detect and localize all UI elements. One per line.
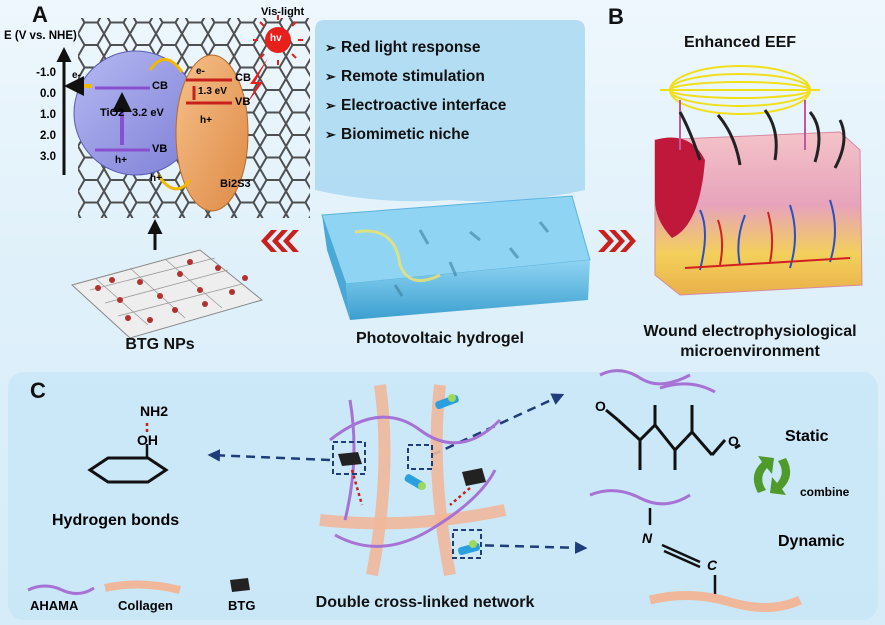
wound-caption-line: Wound electrophysiological bbox=[643, 323, 857, 340]
feature-item: ➢Remote stimulation bbox=[325, 68, 485, 85]
electric-field bbox=[660, 65, 820, 115]
dynamic-structure bbox=[648, 508, 717, 595]
feature-item: ➢Electroactive interface bbox=[325, 97, 507, 114]
btg-legend-icon bbox=[230, 578, 250, 592]
panel-label-b: B bbox=[608, 4, 624, 29]
electron-label: e- bbox=[196, 66, 205, 77]
tio2-gap: 3.2 eV bbox=[132, 107, 164, 119]
feature-text: Remote stimulation bbox=[341, 68, 485, 85]
light-label: Vis-light bbox=[261, 6, 305, 18]
chevrons-left-icon bbox=[261, 230, 299, 252]
cyclohexane-ring bbox=[87, 456, 169, 484]
network-caption: Double cross-linked network bbox=[315, 594, 535, 611]
tick-label: 2.0 bbox=[40, 130, 56, 142]
tio2-vb-label: VB bbox=[152, 143, 168, 155]
electron-out-label: e- bbox=[72, 70, 81, 81]
tick-label: 0.0 bbox=[40, 88, 56, 100]
legend-btg: BTG bbox=[228, 598, 256, 613]
feature-item: ➢Red light response bbox=[325, 39, 481, 56]
photon-label: hv bbox=[270, 33, 282, 44]
network-graphic bbox=[319, 384, 507, 577]
skin-tissue bbox=[654, 100, 863, 296]
panel-label-c: C bbox=[30, 378, 46, 403]
feature-text: Electroactive interface bbox=[341, 97, 507, 114]
feature-list: ➢Red light response ➢Remote stimulation … bbox=[325, 33, 506, 149]
panel-label-a: A bbox=[32, 2, 48, 27]
hole-out-label: h+ bbox=[150, 173, 162, 184]
feature-text: Red light response bbox=[341, 39, 481, 56]
bi2s3-label: Bi2S3 bbox=[220, 178, 251, 190]
legend-ahama: AHAMA bbox=[30, 598, 79, 613]
static-structure bbox=[605, 405, 741, 470]
energy-ticks: -1.0 0.0 1.0 2.0 3.0 bbox=[28, 63, 56, 168]
legend-collagen: Collagen bbox=[118, 598, 173, 613]
nitrogen-label: N bbox=[642, 530, 653, 546]
tio2-hole-label: h+ bbox=[115, 155, 127, 166]
static-label: Static bbox=[785, 428, 829, 445]
oh-label: OH bbox=[137, 432, 158, 448]
energy-axis-label: E (V vs. NHE) bbox=[4, 30, 77, 42]
hydrogen-bonds-label: Hydrogen bonds bbox=[52, 512, 180, 529]
tick-label: 1.0 bbox=[40, 109, 56, 121]
feature-text: Biomimetic niche bbox=[341, 126, 470, 143]
wound-caption: Wound electrophysiological microenvironm… bbox=[620, 322, 880, 362]
chevrons-right-icon bbox=[598, 230, 636, 252]
bi2s3-cb-label: CB bbox=[235, 72, 251, 84]
tick-label: -1.0 bbox=[36, 67, 56, 79]
bi2s3-vb-label: VB bbox=[235, 96, 251, 108]
dynamic-label: Dynamic bbox=[778, 533, 845, 550]
collagen-legend-icon bbox=[104, 580, 181, 594]
btg-caption: BTG NPs bbox=[125, 336, 195, 353]
tio2-label: TiO2 bbox=[100, 107, 125, 119]
oxygen-label-1: O bbox=[595, 398, 606, 414]
wound-caption-line: microenvironment bbox=[680, 343, 820, 360]
oxygen-label-2: O bbox=[728, 433, 739, 449]
cycle-icon bbox=[753, 456, 791, 495]
btg-nanosheet bbox=[70, 249, 264, 339]
feature-item: ➢Biomimetic niche bbox=[325, 126, 470, 143]
carbon-label: C bbox=[707, 557, 718, 573]
combine-label: combine bbox=[800, 485, 850, 499]
hydrogel-caption: Photovoltaic hydrogel bbox=[355, 330, 524, 347]
sun-icon bbox=[253, 15, 303, 65]
hydrogel-block bbox=[321, 195, 591, 320]
eef-caption: Enhanced EEF bbox=[683, 34, 797, 51]
tio2-cb-label: CB bbox=[152, 80, 168, 92]
tick-label: 3.0 bbox=[40, 151, 56, 163]
bi2s3-gap: 1.3 eV bbox=[198, 86, 227, 97]
feature-bubble bbox=[315, 20, 585, 202]
ahama-legend-icon bbox=[27, 584, 95, 595]
nh2-label: NH2 bbox=[140, 403, 169, 419]
hole-label: h+ bbox=[200, 115, 212, 126]
